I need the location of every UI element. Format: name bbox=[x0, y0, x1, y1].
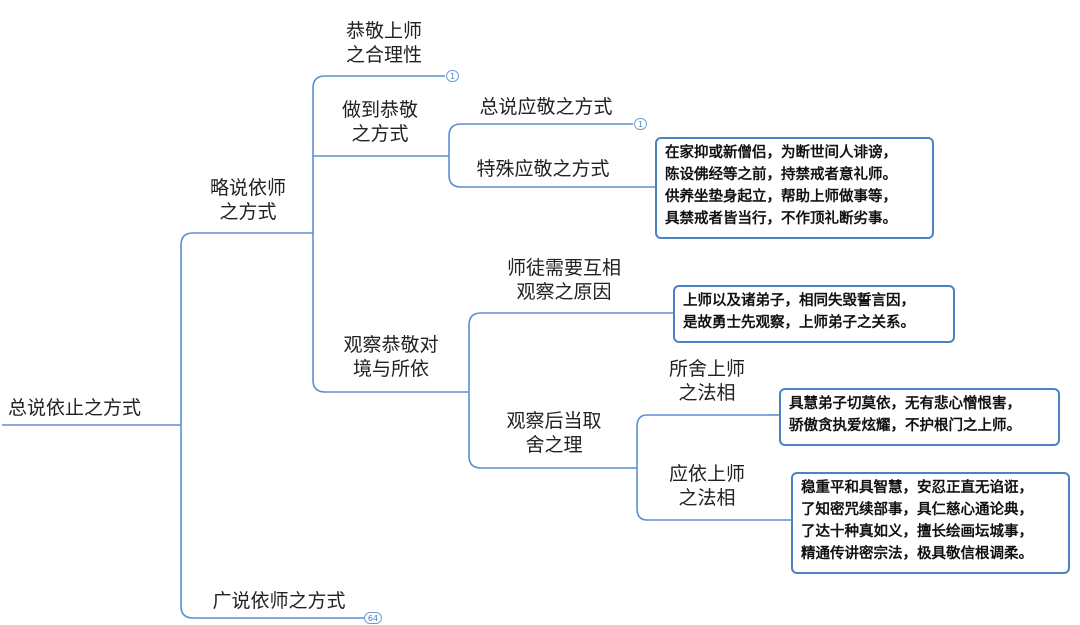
note-abandon[interactable]: 具慧弟子切莫依，无有悲心憎恨害， 骄傲贪执爱炫耀，不护根门之上师。 bbox=[779, 388, 1060, 446]
topic-rely[interactable]: 应依上师 之法相 bbox=[668, 463, 745, 509]
root-topic[interactable]: 总说依止之方式 bbox=[8, 397, 142, 419]
note-mutual[interactable]: 上师以及诸弟子，相同失毁誓言因， 是故勇士先观察，上师弟子之关系。 bbox=[673, 285, 955, 343]
collapsed-count-badge[interactable]: 1 bbox=[634, 118, 647, 130]
collapsed-count-badge[interactable]: 64 bbox=[364, 612, 382, 624]
note-rely[interactable]: 稳重平和具智慧，安忍正直无谄诳， 了知密咒续部事，具仁慈心通论典， 了达十种真如… bbox=[791, 472, 1070, 574]
topic-observe[interactable]: 观察恭敬对 境与所依 bbox=[343, 334, 439, 380]
note-special[interactable]: 在家抑或新僧侣，为断世间人诽谤， 陈设佛经等之前，持禁戒者意礼师。 供养坐垫身起… bbox=[655, 137, 934, 239]
topic-special[interactable]: 特殊应敬之方式 bbox=[476, 158, 610, 180]
root-connector bbox=[171, 232, 194, 619]
topic-general[interactable]: 总说应敬之方式 bbox=[479, 96, 613, 118]
collapsed-count-badge[interactable]: 1 bbox=[446, 70, 459, 82]
topic-brief[interactable]: 略说依师 之方式 bbox=[209, 177, 286, 223]
brief-connector bbox=[303, 75, 326, 393]
method-connector bbox=[437, 123, 462, 188]
topic-reasonable[interactable]: 恭敬上师 之合理性 bbox=[345, 20, 422, 66]
topic-method[interactable]: 做到恭敬 之方式 bbox=[341, 99, 418, 145]
topic-broad[interactable]: 广说依师之方式 bbox=[212, 590, 346, 612]
topic-after[interactable]: 观察后当取 舍之理 bbox=[506, 410, 602, 456]
topic-abandon[interactable]: 所舍上师 之法相 bbox=[668, 358, 745, 404]
topic-mutual[interactable]: 师徒需要互相 观察之原因 bbox=[506, 257, 621, 303]
after-connector bbox=[627, 414, 648, 521]
observe-connector bbox=[457, 312, 482, 469]
